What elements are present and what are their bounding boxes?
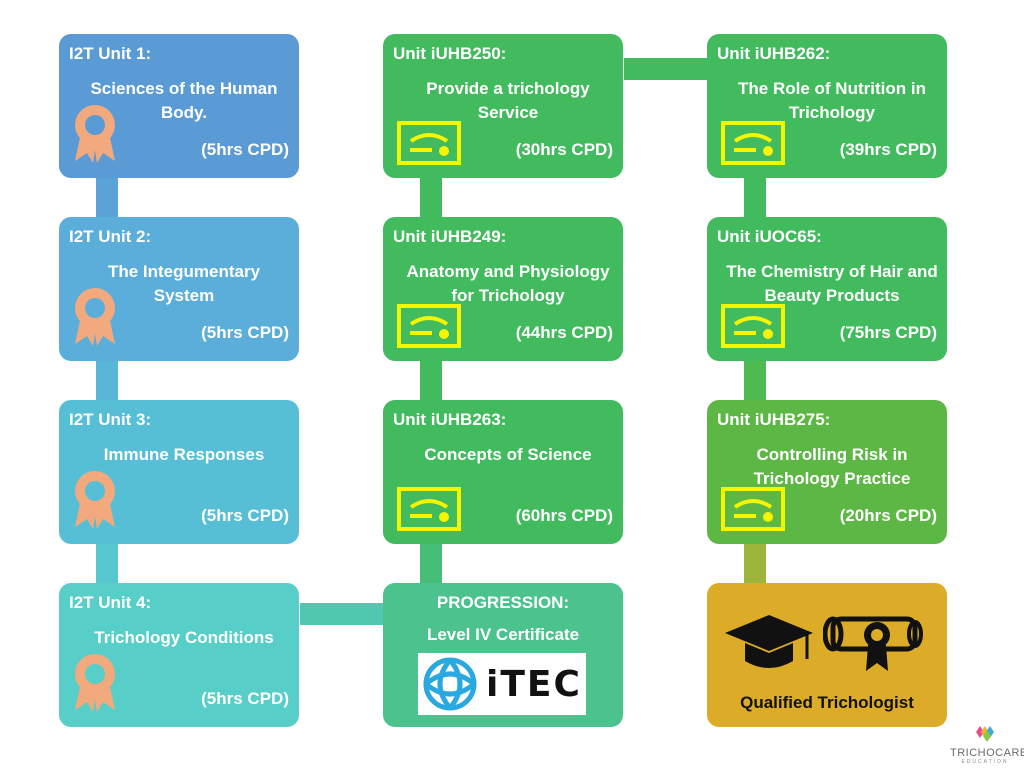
unit-title: Immune Responses xyxy=(103,445,265,464)
connector xyxy=(420,361,442,401)
connector xyxy=(420,544,442,584)
qualified-trichologist-card: Qualified Trichologist xyxy=(707,583,947,727)
connector xyxy=(300,603,384,625)
rosette-icon xyxy=(73,286,117,353)
unit-code: I2T Unit 2: xyxy=(69,227,152,246)
connector xyxy=(96,544,118,584)
unit-code: I2T Unit 4: xyxy=(69,593,152,612)
rosette-icon xyxy=(73,469,117,536)
certificate-icon xyxy=(721,121,785,170)
unit-code: I2T Unit 3: xyxy=(69,410,152,429)
unit-card-iuhb263: Unit iUHB263: Concepts of Science (60hrs… xyxy=(383,400,623,544)
itec-logo: iTEC xyxy=(418,653,586,715)
cpd-hours: (44hrs CPD) xyxy=(515,323,613,342)
connector xyxy=(744,544,766,584)
unit-card-iuhb262: Unit iUHB262: The Role of Nutrition in T… xyxy=(707,34,947,178)
unit-title: Sciences of the Human Body. xyxy=(90,79,278,122)
unit-card-i2t-3: I2T Unit 3: Immune Responses (5hrs CPD) xyxy=(59,400,299,544)
unit-code: I2T Unit 1: xyxy=(69,44,152,63)
unit-card-iuoc65: Unit iUOC65: The Chemistry of Hair and B… xyxy=(707,217,947,361)
unit-title: The Chemistry of Hair and Beauty Product… xyxy=(726,262,938,305)
progression-heading: PROGRESSION: xyxy=(436,593,570,612)
connector xyxy=(96,361,118,401)
cpd-hours: (30hrs CPD) xyxy=(515,140,613,159)
unit-card-iuhb249: Unit iUHB249: Anatomy and Physiology for… xyxy=(383,217,623,361)
unit-title: The Role of Nutrition in Trichology xyxy=(738,79,926,122)
connector xyxy=(420,178,442,218)
brand-name: TRICHOCARE xyxy=(950,747,1024,759)
certificate-icon xyxy=(397,487,461,536)
unit-card-i2t-4: I2T Unit 4: Trichology Conditions (5hrs … xyxy=(59,583,299,727)
connector xyxy=(744,178,766,218)
cpd-hours: (39hrs CPD) xyxy=(839,140,937,159)
brand-diamond-icon xyxy=(976,726,994,742)
unit-title: Anatomy and Physiology for Trichology xyxy=(406,262,610,305)
unit-title: Provide a trichology Service xyxy=(426,79,590,122)
brand-tagline: EDUCATION xyxy=(961,759,1009,765)
unit-title: Controlling Risk in Trichology Practice xyxy=(753,445,911,488)
final-qualification-label: Qualified Trichologist xyxy=(740,693,914,712)
cpd-hours: (5hrs CPD) xyxy=(201,140,289,159)
unit-card-i2t-1: I2T Unit 1: Sciences of the Human Body. … xyxy=(59,34,299,178)
unit-card-iuhb250: Unit iUHB250: Provide a trichology Servi… xyxy=(383,34,623,178)
connector xyxy=(624,58,708,80)
diploma-scroll-icon xyxy=(823,616,923,671)
connector xyxy=(744,361,766,401)
certificate-icon xyxy=(397,304,461,353)
cpd-hours: (5hrs CPD) xyxy=(201,689,289,708)
progression-subtitle: Level IV Certificate xyxy=(426,625,580,644)
cpd-hours: (5hrs CPD) xyxy=(201,506,289,525)
cpd-hours: (75hrs CPD) xyxy=(839,323,937,342)
rosette-icon xyxy=(73,652,117,719)
unit-title: Concepts of Science xyxy=(424,445,592,464)
itec-logo-text: iTEC xyxy=(486,663,582,705)
unit-code: Unit iUHB262: xyxy=(717,44,831,63)
unit-code: Unit iUHB250: xyxy=(393,44,507,63)
connector xyxy=(96,178,118,218)
globe-icon xyxy=(423,657,477,711)
cpd-hours: (5hrs CPD) xyxy=(201,323,289,342)
trichocare-logo: TRICHOCARE EDUCATION xyxy=(950,722,1024,765)
progression-card: PROGRESSION: Level IV Certificate iTEC xyxy=(383,583,623,727)
unit-code: Unit iUOC65: xyxy=(717,227,822,246)
rosette-icon xyxy=(73,103,117,170)
unit-code: Unit iUHB275: xyxy=(717,410,831,429)
unit-code: Unit iUHB249: xyxy=(393,227,507,246)
unit-card-i2t-2: I2T Unit 2: The Integumentary System (5h… xyxy=(59,217,299,361)
graduation-cap-icon xyxy=(725,615,813,668)
certificate-icon xyxy=(397,121,461,170)
unit-title: The Integumentary System xyxy=(107,262,261,305)
cpd-hours: (60hrs CPD) xyxy=(515,506,613,525)
unit-card-iuhb275: Unit iUHB275: Controlling Risk in Tricho… xyxy=(707,400,947,544)
unit-title: Trichology Conditions xyxy=(94,628,274,647)
certificate-icon xyxy=(721,304,785,353)
unit-code: Unit iUHB263: xyxy=(393,410,507,429)
cpd-hours: (20hrs CPD) xyxy=(839,506,937,525)
certificate-icon xyxy=(721,487,785,536)
